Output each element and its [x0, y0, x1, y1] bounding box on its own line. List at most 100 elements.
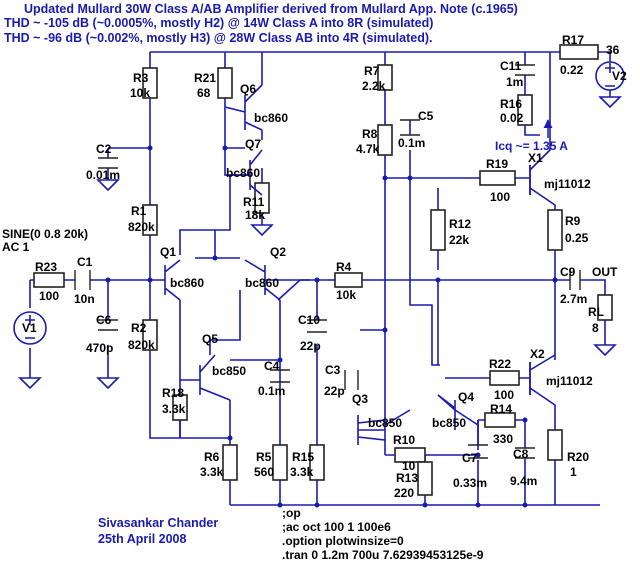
component-value: 10k — [130, 86, 151, 100]
spice-directive: .option plotwinsize=0 — [282, 534, 404, 548]
component-ref: C4 — [264, 359, 280, 373]
component-value: 220 — [394, 486, 415, 500]
component-ref: R5 — [256, 450, 272, 464]
component-value: 36 — [606, 43, 620, 57]
component-ref: V1 — [22, 321, 37, 335]
component-value: 100 — [39, 289, 60, 303]
component-value: 8 — [592, 321, 599, 335]
component-value: 9.4m — [510, 474, 538, 488]
component-ref: C11 — [500, 59, 522, 73]
component-ref: R20 — [567, 450, 590, 464]
component-value: 0.25 — [565, 231, 589, 245]
wires — [29, 51, 611, 506]
component-value: bc860 — [170, 276, 205, 290]
component-ref: R4 — [336, 260, 352, 274]
component-ref: X1 — [528, 151, 543, 165]
component-value: bc850 — [212, 364, 247, 378]
component-ref: Q6 — [240, 82, 257, 96]
component-value: 2.7m — [560, 292, 588, 306]
sources — [13, 61, 625, 345]
transistors — [150, 84, 531, 445]
component-ref: C3 — [325, 363, 341, 377]
header-line-2: THD ~ -105 dB (~0.0005%, mostly H2) @ 14… — [4, 16, 434, 30]
component-ref: C7 — [462, 451, 478, 465]
component-ref: R15 — [292, 450, 315, 464]
component-value: 820k — [128, 338, 155, 352]
component-value: bc860 — [254, 111, 289, 125]
resistors — [33, 44, 613, 496]
component-value: 470p — [86, 341, 114, 355]
component-value: 100 — [490, 190, 511, 204]
component-ref: C10 — [298, 313, 321, 327]
component-value: 10 — [402, 459, 416, 473]
component-ref: R14 — [490, 402, 513, 416]
component-ref: Q4 — [458, 390, 475, 404]
component-ref: R7 — [364, 64, 380, 78]
component-value: 22p — [324, 384, 345, 398]
component-value: 1m — [506, 75, 524, 89]
component-value: 100 — [494, 388, 515, 402]
component-ref: R10 — [393, 433, 416, 447]
component-ref: C8 — [513, 447, 529, 461]
component-ref: R13 — [396, 471, 419, 485]
component-ref: R1 — [131, 204, 147, 218]
component-value: bc860 — [245, 276, 280, 290]
component-value: 0.01m — [86, 168, 121, 182]
component-value: 3.3k — [290, 465, 314, 479]
component-value: 330 — [493, 432, 514, 446]
component-value: 0.02 — [500, 111, 524, 125]
component-ref: C1 — [77, 255, 93, 269]
component-ref: R19 — [486, 157, 509, 171]
author-date: 25th April 2008 — [98, 532, 187, 546]
component-value: 560 — [254, 465, 275, 479]
component-value: 22k — [449, 233, 470, 247]
component-value: 4.7k — [356, 142, 380, 156]
component-ref: C9 — [560, 265, 576, 279]
component-ref: Q1 — [160, 245, 177, 259]
component-ref: Q7 — [245, 137, 262, 151]
component-value: 1 — [570, 465, 577, 479]
component-ref: RL — [588, 305, 604, 319]
component-ref: R2 — [131, 321, 147, 335]
component-value: bc850 — [432, 416, 467, 430]
component-value: bc860 — [226, 166, 261, 180]
component-value: mj11012 — [544, 177, 591, 191]
component-ref: C5 — [418, 109, 434, 123]
component-value: 0.1m — [258, 384, 286, 398]
component-value: 18k — [245, 208, 266, 222]
component-value: 3.3k — [162, 402, 186, 416]
source-ac-label: AC 1 — [2, 240, 30, 254]
component-ref: R16 — [500, 97, 523, 111]
source-sine-label: SINE(0 0.8 20k) — [2, 227, 89, 241]
component-ref: V2 — [612, 69, 627, 83]
component-ref: R12 — [449, 217, 472, 231]
header-line-3: THD ~ -96 dB (~0.002%, mostly H3) @ 28W … — [4, 31, 433, 45]
component-ref: R9 — [565, 214, 581, 228]
component-ref: Q5 — [202, 332, 219, 346]
component-ref: R21 — [194, 71, 217, 85]
component-value: 820k — [128, 220, 155, 234]
component-ref: R18 — [162, 386, 185, 400]
component-value: bc850 — [368, 416, 403, 430]
component-ref: X2 — [530, 347, 545, 361]
component-ref: R23 — [35, 260, 58, 274]
capacitors — [74, 64, 581, 459]
component-ref: C2 — [96, 142, 112, 156]
header-line-1: Updated Mullard 30W Class A/AB Amplifier… — [24, 2, 518, 16]
component-value: 2.2k — [362, 79, 386, 93]
component-ref: R22 — [489, 357, 512, 371]
spice-directive: ;ac oct 100 1 100e6 — [282, 520, 391, 534]
component-ref: R17 — [562, 33, 585, 47]
component-value: mj11012 — [546, 374, 593, 388]
component-ref: R3 — [133, 71, 149, 85]
spice-directive: ;op — [282, 506, 301, 520]
icq-annotation: Icq ~= 1.35 A — [495, 139, 568, 153]
author-name: Sivasankar Chander — [98, 516, 219, 530]
component-value: 22p — [300, 339, 321, 353]
component-ref: Q3 — [352, 392, 369, 406]
component-value: 10n — [74, 292, 95, 306]
component-ref: R6 — [204, 450, 220, 464]
spice-directive: .tran 0 1.2m 700u 7.62939453125e-9 — [282, 548, 484, 562]
out-label: OUT — [592, 265, 618, 279]
